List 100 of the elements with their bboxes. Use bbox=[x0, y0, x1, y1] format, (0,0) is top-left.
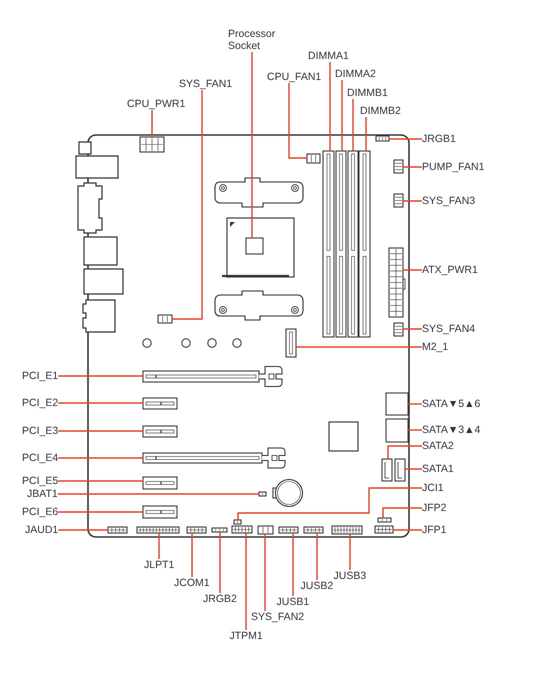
leader-line bbox=[403, 200, 422, 202]
part-label: JAUD1 bbox=[25, 524, 58, 536]
leader-line bbox=[341, 80, 343, 151]
pin-header bbox=[158, 314, 172, 324]
leader-line bbox=[403, 269, 422, 271]
pin-header bbox=[394, 160, 404, 174]
leader-line bbox=[58, 511, 143, 513]
part-label: DIMMB1 bbox=[347, 87, 388, 99]
leader-line bbox=[316, 533, 318, 580]
part-label: SATA▼5▲6 bbox=[422, 398, 480, 410]
leader-line bbox=[219, 532, 221, 593]
leader-line bbox=[387, 445, 422, 459]
leader-line bbox=[329, 62, 331, 151]
pin-header bbox=[332, 526, 362, 534]
part-label: PCI_E3 bbox=[22, 425, 58, 437]
part-label: JLPT1 bbox=[144, 559, 174, 571]
part-label: JCI1 bbox=[422, 482, 444, 494]
part-label: DIMMA1 bbox=[308, 50, 349, 62]
sata-port bbox=[386, 392, 408, 416]
part-label: SYS_FAN1 bbox=[179, 78, 232, 90]
part-label: SATA2 bbox=[422, 440, 454, 452]
pin-header bbox=[278, 526, 298, 534]
leader-line bbox=[264, 534, 266, 611]
part-label: PCI_E4 bbox=[22, 452, 58, 464]
part-label: JUSB1 bbox=[276, 596, 310, 608]
leader-line bbox=[58, 457, 143, 459]
expansion-slot bbox=[142, 448, 286, 468]
pin-header bbox=[232, 526, 252, 534]
part-label: PCI_E2 bbox=[22, 397, 58, 409]
memory-slot bbox=[358, 150, 370, 338]
part-label: SATA▼3▲4 bbox=[422, 424, 480, 436]
leader-line bbox=[58, 430, 143, 432]
part-label: DIMMB2 bbox=[360, 105, 401, 117]
leader-line bbox=[296, 346, 422, 348]
leader-line bbox=[58, 529, 108, 531]
part-label: M2_1 bbox=[422, 341, 448, 353]
sata-port bbox=[394, 458, 406, 482]
leader-line bbox=[58, 402, 143, 404]
leader-line bbox=[352, 99, 354, 151]
leader-line bbox=[405, 468, 422, 470]
power-connector bbox=[140, 136, 164, 152]
expansion-slot bbox=[142, 366, 282, 387]
memory-slot bbox=[348, 150, 358, 338]
leader-line bbox=[382, 507, 422, 518]
part-label: JUSB3 bbox=[334, 570, 366, 582]
part-label: PCI_E5 bbox=[22, 475, 58, 487]
pin-header bbox=[374, 526, 394, 534]
pin-header bbox=[304, 526, 324, 534]
leader-line bbox=[393, 529, 422, 531]
leader-line bbox=[403, 166, 422, 168]
part-label: DIMMA2 bbox=[335, 68, 376, 80]
leader-line bbox=[245, 533, 247, 630]
sata-port bbox=[382, 458, 392, 482]
leader-line bbox=[251, 52, 253, 238]
part-label: JTPM1 bbox=[230, 630, 263, 642]
pin-header bbox=[108, 526, 128, 534]
leader-line bbox=[151, 110, 153, 137]
part-label: SYS_FAN4 bbox=[422, 323, 476, 335]
leader-line bbox=[58, 375, 143, 377]
pin-header bbox=[306, 154, 320, 164]
sata-port bbox=[386, 418, 408, 442]
part-label: Processor Socket bbox=[228, 28, 278, 52]
pin-header bbox=[394, 322, 404, 336]
leader-line bbox=[365, 117, 367, 151]
pin-header bbox=[258, 526, 274, 534]
part-label: PCI_E1 bbox=[22, 370, 58, 382]
power-connector bbox=[388, 248, 406, 318]
leader-line bbox=[58, 480, 143, 482]
leader-line bbox=[172, 90, 203, 320]
leader-line bbox=[408, 403, 422, 405]
part-label: PCI_E6 bbox=[22, 506, 58, 518]
part-label: SATA1 bbox=[422, 463, 454, 475]
part-label: ATX_PWR1 bbox=[422, 264, 478, 276]
leader-line bbox=[191, 533, 193, 577]
pin-header bbox=[186, 526, 206, 534]
leader-line bbox=[288, 83, 307, 159]
expansion-slot bbox=[142, 476, 178, 490]
leader-line bbox=[237, 487, 422, 520]
leader-line bbox=[292, 533, 294, 596]
expansion-slot bbox=[142, 398, 178, 410]
part-label: JRGB1 bbox=[422, 133, 456, 145]
leader-line bbox=[58, 493, 259, 495]
expansion-slot bbox=[142, 426, 178, 438]
part-label: PUMP_FAN1 bbox=[422, 161, 484, 173]
leader-line bbox=[349, 534, 351, 570]
pin-header bbox=[394, 194, 404, 208]
m2-slot bbox=[286, 328, 296, 358]
pin-header bbox=[376, 136, 390, 142]
pin-header bbox=[378, 518, 392, 522]
pin-header bbox=[212, 528, 228, 532]
memory-slot bbox=[322, 150, 334, 338]
part-label: JFP1 bbox=[422, 524, 447, 536]
part-label: JFP2 bbox=[422, 502, 447, 514]
memory-slot bbox=[336, 150, 346, 338]
part-label: SYS_FAN2 bbox=[251, 611, 304, 623]
part-label: CPU_FAN1 bbox=[267, 71, 322, 83]
socket-center-square bbox=[246, 238, 264, 254]
part-label: JRGB2 bbox=[203, 593, 237, 605]
expansion-slot bbox=[142, 506, 178, 518]
part-label: JUSB2 bbox=[300, 580, 334, 592]
